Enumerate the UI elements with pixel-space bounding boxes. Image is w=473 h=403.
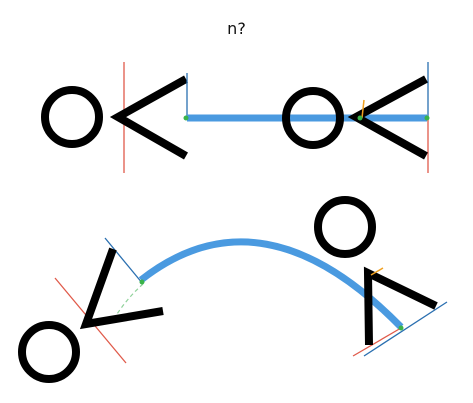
bottom-left-figure <box>18 237 164 383</box>
orange-guide-mark <box>370 267 384 276</box>
curved-link <box>138 238 404 330</box>
bottom-right-figure <box>139 196 448 357</box>
top-right-figure <box>183 62 430 173</box>
anchor-dot <box>357 115 363 121</box>
circle-glyph <box>282 87 344 149</box>
anchor-dot <box>183 115 189 121</box>
anchor-dot <box>139 279 145 285</box>
circle-glyph <box>41 86 103 148</box>
blue-guide-line <box>363 301 448 357</box>
circle-glyph <box>18 321 80 383</box>
orange-guide-mark <box>361 99 365 119</box>
circle-glyph <box>314 196 376 258</box>
wedge-glyph <box>79 247 164 330</box>
anchor-dot <box>424 115 430 121</box>
diagram-title: n? <box>227 19 246 38</box>
wedge-glyph <box>109 75 188 160</box>
wedge-glyph <box>347 75 428 160</box>
wedge-glyph <box>363 266 438 346</box>
blue-guide-line <box>104 237 144 285</box>
top-left-figure <box>41 62 188 173</box>
anchor-dot <box>398 325 404 331</box>
red-guide-line <box>352 327 402 357</box>
